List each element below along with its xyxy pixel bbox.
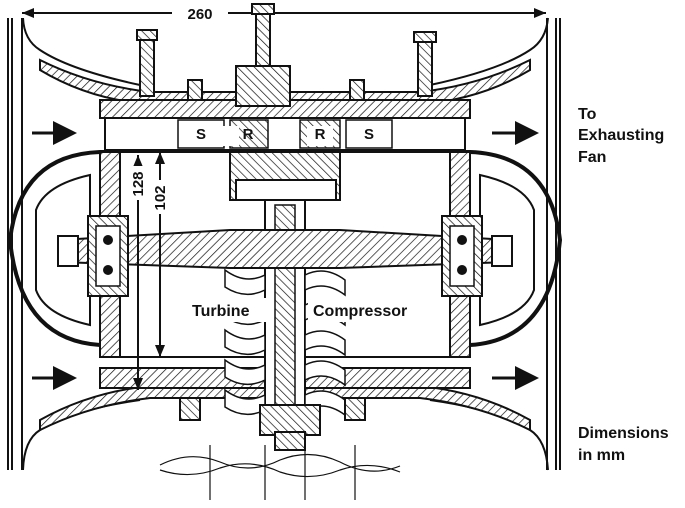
- compressor-label: Compressor: [313, 303, 407, 320]
- units-label: Dimensions in mm: [578, 425, 669, 464]
- stage-blade-row: S R R S: [104, 117, 466, 151]
- top-fittings: [136, 3, 437, 107]
- rotor-label-left: R: [243, 126, 254, 143]
- units-label-line1: Dimensions: [578, 425, 669, 442]
- height-dimensions: 128 102: [130, 152, 169, 390]
- flow-arrows: [32, 121, 539, 390]
- right-bearing: [441, 215, 483, 297]
- shaft: [57, 229, 513, 269]
- rotor-label-right: R: [315, 126, 326, 143]
- stator-label-left: S: [196, 126, 206, 143]
- exhaust-label-line1: To: [578, 106, 597, 123]
- stator-box-right: [345, 119, 393, 149]
- flow-wave-lines: [159, 445, 401, 500]
- left-bearing: [87, 215, 129, 297]
- bottom-fittings: [179, 397, 366, 451]
- outer-height-label: 128: [130, 171, 147, 196]
- turbine-label: Turbine: [192, 303, 250, 320]
- exhaust-label-line3: Fan: [578, 149, 606, 166]
- exhaust-label: To Exhausting Fan: [578, 106, 664, 166]
- width-dimension-label: 260: [187, 6, 212, 23]
- exhaust-label-line2: Exhausting: [578, 127, 664, 144]
- stator-label-right: S: [364, 126, 374, 143]
- units-label-line2: in mm: [578, 447, 625, 464]
- bottom-casing: [39, 367, 531, 432]
- inner-height-label: 102: [152, 185, 169, 210]
- width-dimension: 260: [22, 6, 546, 23]
